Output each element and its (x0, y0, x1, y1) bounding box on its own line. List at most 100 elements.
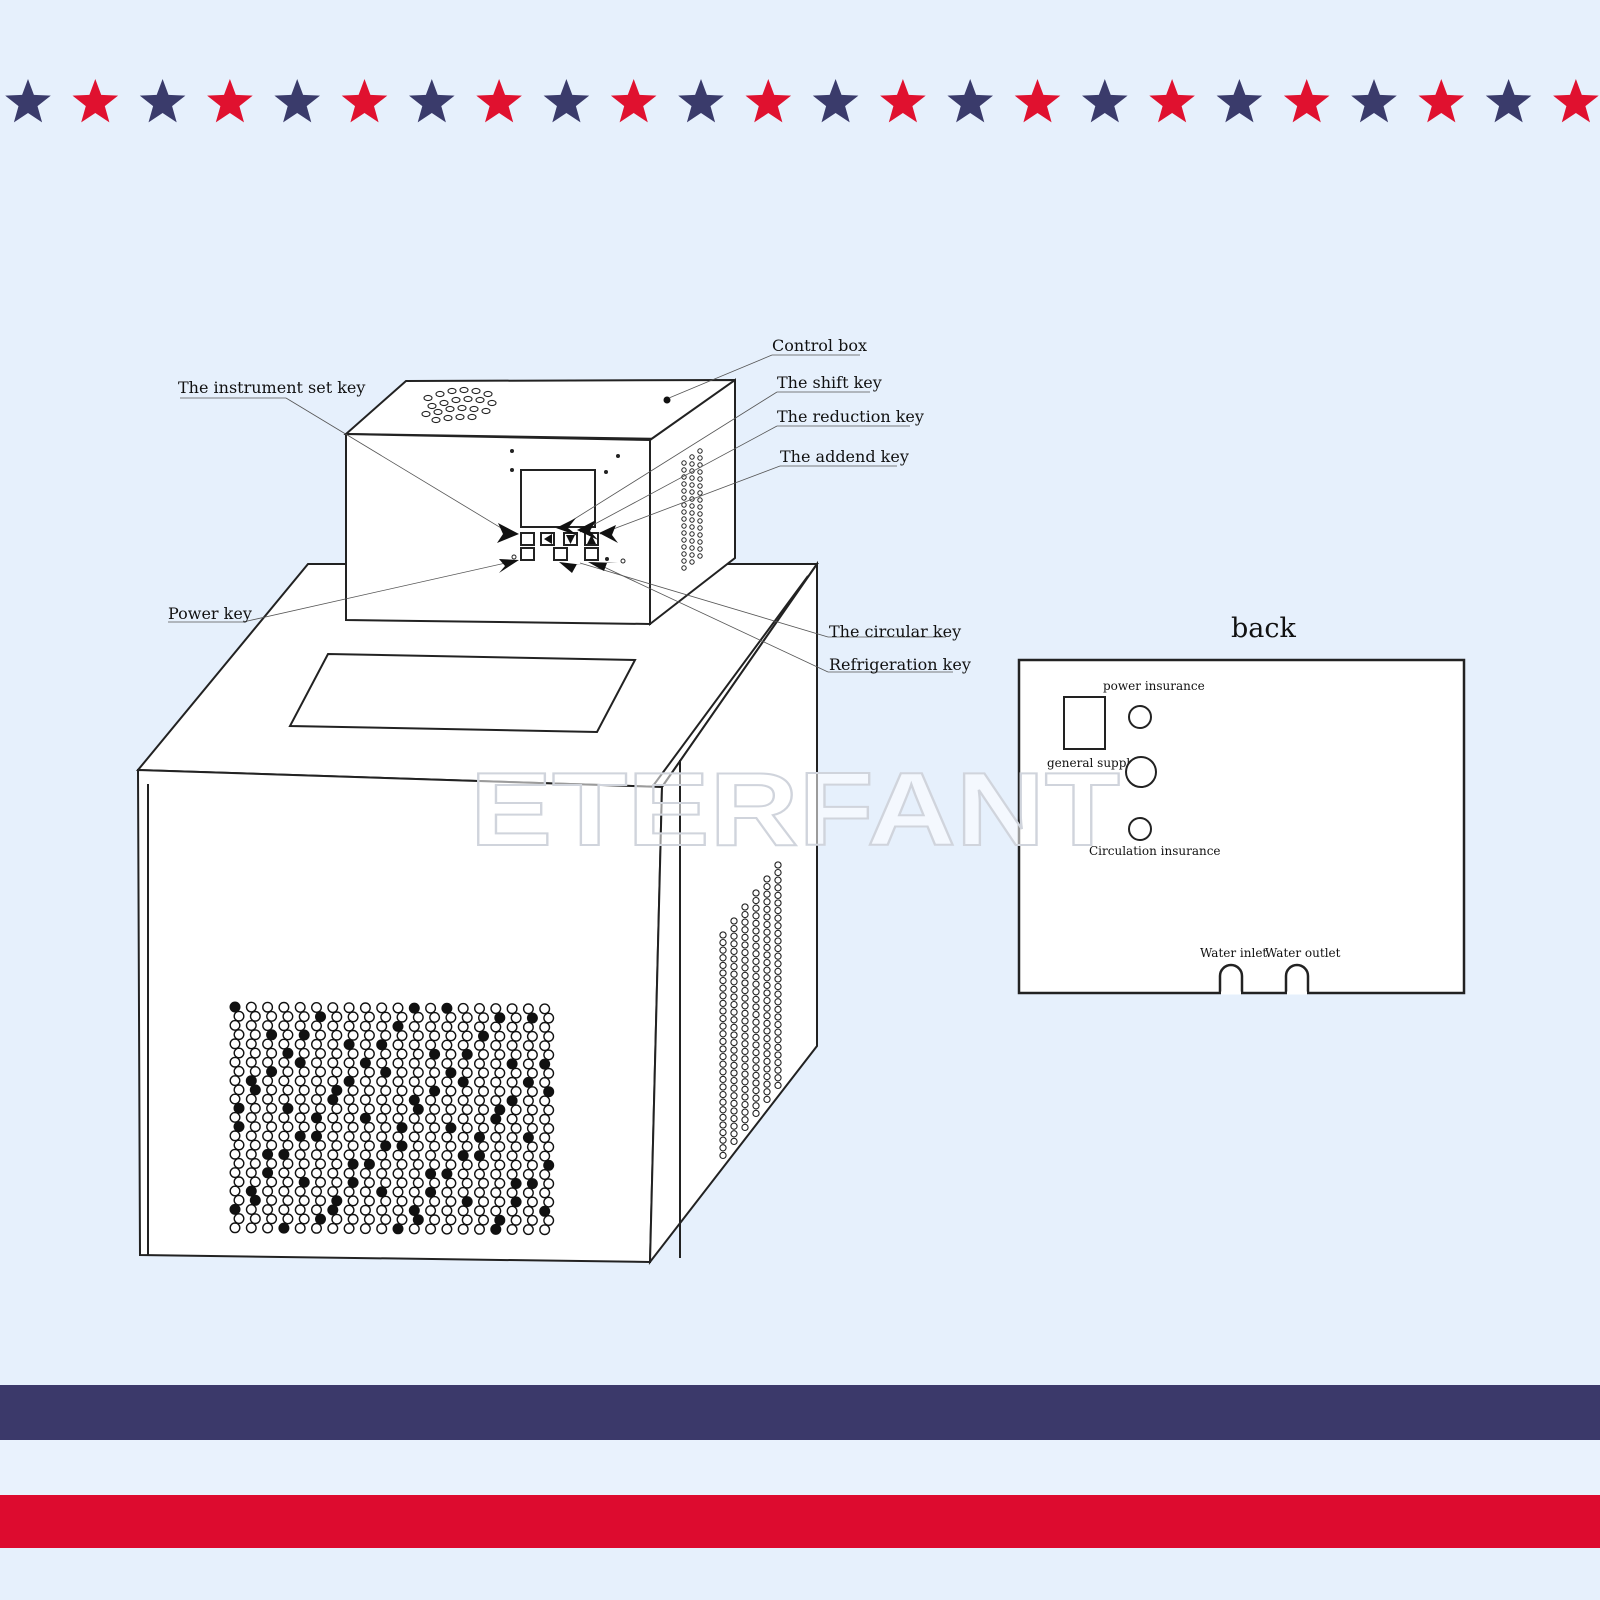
vent-hole (494, 1141, 506, 1153)
vent-hole (752, 1010, 760, 1019)
vent-hole (408, 1076, 420, 1088)
vent-hole (327, 1020, 339, 1032)
vent-hole (425, 1002, 437, 1014)
vent-hole (763, 1004, 771, 1012)
vent-hole (730, 955, 738, 963)
bath-opening (288, 652, 637, 734)
vent-hole (741, 941, 749, 949)
vent-hole (697, 525, 703, 531)
vent-hole (681, 502, 687, 508)
vent-hole (506, 1039, 518, 1051)
vent-hole (331, 1176, 343, 1188)
vent-hole (526, 1196, 538, 1208)
vent-hole (282, 1176, 294, 1188)
vent-hole (396, 1214, 408, 1226)
vent-hole (262, 1093, 274, 1105)
vent-hole (689, 524, 695, 530)
vent-hole (327, 1130, 339, 1142)
vent-hole (478, 1140, 490, 1152)
vent-hole (719, 1106, 727, 1114)
red-star-icon (341, 79, 388, 123)
vent-hole (461, 1104, 473, 1116)
arrow-down-icon (566, 535, 575, 544)
vent-hole (478, 1048, 490, 1060)
vent-hole (331, 1140, 343, 1152)
vent-hole (490, 1039, 502, 1051)
vent-hole (763, 1034, 771, 1043)
vent-hole (730, 947, 738, 956)
vent-hole (539, 1095, 551, 1107)
vent-hole (392, 1131, 404, 1143)
vent-hole (719, 1037, 727, 1046)
vent-hole (262, 1148, 274, 1160)
speaker-hole (469, 405, 479, 413)
vent-hole (539, 1040, 551, 1052)
vent-hole (380, 1195, 392, 1207)
vent-hole (347, 1158, 359, 1170)
vent-hole (510, 1049, 522, 1061)
vent-hole (298, 1176, 310, 1188)
vent-hole (229, 1111, 241, 1123)
vent-hole (741, 933, 749, 942)
vent-hole (543, 1196, 555, 1208)
vent-hole (730, 1130, 738, 1138)
vent-hole (408, 1112, 420, 1124)
front-vent-grille (229, 1001, 555, 1236)
vent-hole (347, 1048, 359, 1060)
speaker-hole (451, 396, 461, 404)
vent-hole (327, 1075, 339, 1087)
vent-hole (741, 971, 749, 980)
water-outlet-port (1284, 963, 1310, 993)
vent-hole (506, 1223, 518, 1235)
vent-hole (396, 1195, 408, 1207)
speaker-hole (481, 407, 491, 415)
speaker-hole (487, 399, 497, 407)
vent-hole (457, 1205, 469, 1217)
vent-hole (282, 1139, 294, 1151)
vent-hole (741, 1055, 749, 1063)
callout-lines (168, 354, 953, 673)
vent-hole (331, 1011, 343, 1023)
power-key (520, 547, 535, 561)
vent-hole (526, 1104, 538, 1116)
arrow-up-icon (587, 535, 596, 544)
vent-hole (347, 1029, 359, 1041)
vent-hole (681, 509, 687, 515)
vent-hole (730, 1099, 738, 1108)
vent-hole (249, 1065, 261, 1077)
vent-hole (478, 1104, 490, 1116)
navy-star-icon (1351, 79, 1397, 123)
vent-hole (445, 1103, 457, 1115)
vent-hole (441, 1113, 453, 1125)
vent-hole (763, 1027, 771, 1035)
vent-hole (392, 1112, 404, 1124)
vent-hole (461, 1140, 473, 1152)
vent-hole (233, 1176, 245, 1188)
vent-hole (376, 1167, 388, 1179)
vent-hole (412, 1140, 424, 1152)
vent-hole (752, 934, 760, 943)
vent-hole (730, 1107, 738, 1115)
vent-hole (396, 1048, 408, 1060)
vent-hole (327, 1112, 339, 1124)
speaker-hole (457, 404, 467, 412)
vent-hole (763, 989, 771, 997)
vent-hole (763, 936, 771, 944)
circulation-fuse (1128, 817, 1152, 841)
red-star-icon (1418, 79, 1465, 123)
vent-hole (461, 1048, 473, 1060)
vent-hole (298, 1213, 310, 1225)
vent-hole (763, 1080, 771, 1088)
vent-hole (752, 904, 760, 912)
vent-hole (425, 1223, 437, 1235)
vent-hole (359, 1039, 371, 1051)
vent-hole (543, 1141, 555, 1153)
vent-hole (719, 1090, 727, 1099)
vent-hole (681, 523, 687, 529)
vent-hole (510, 1214, 522, 1226)
vent-hole (689, 559, 695, 565)
vent-hole (282, 1029, 294, 1041)
vent-hole (262, 1222, 274, 1234)
vent-hole (441, 1039, 453, 1051)
vent-hole (730, 917, 738, 925)
